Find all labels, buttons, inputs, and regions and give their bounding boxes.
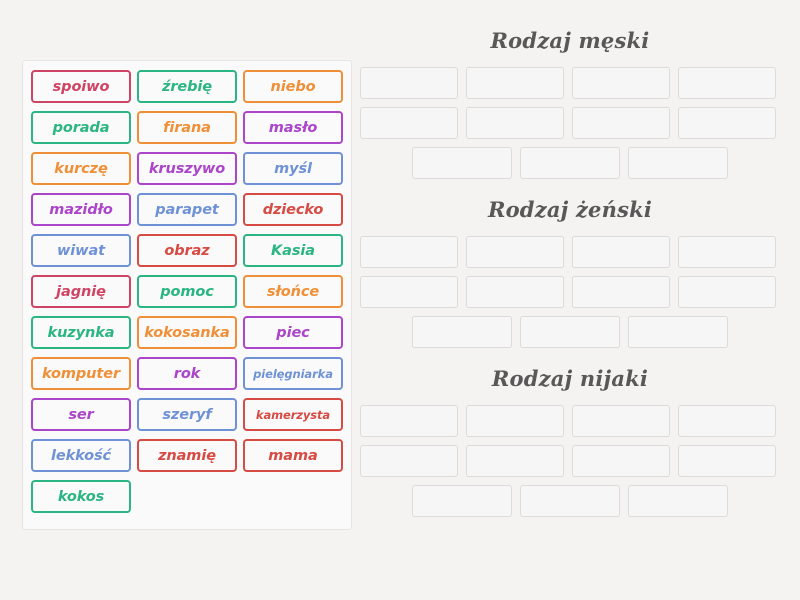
word-tile[interactable]: mama (243, 439, 343, 472)
word-tile[interactable]: znamię (137, 439, 237, 472)
word-tile[interactable]: Kasia (243, 234, 343, 267)
drop-slot[interactable] (520, 316, 620, 348)
drop-slot-row (360, 67, 780, 99)
drop-slot[interactable] (572, 405, 670, 437)
drop-slot[interactable] (360, 107, 458, 139)
word-tile[interactable]: myśl (243, 152, 343, 185)
drop-slot[interactable] (360, 405, 458, 437)
word-tile[interactable]: pomoc (137, 275, 237, 308)
drop-slot[interactable] (360, 67, 458, 99)
word-tile[interactable]: kruszywo (137, 152, 237, 185)
word-tile[interactable]: kokosanka (137, 316, 237, 349)
drop-slot-row (360, 107, 780, 139)
word-tile[interactable]: obraz (137, 234, 237, 267)
word-tile[interactable]: kuzynka (31, 316, 131, 349)
drop-slot[interactable] (678, 445, 776, 477)
drop-slot[interactable] (412, 316, 512, 348)
word-tile[interactable]: piec (243, 316, 343, 349)
word-tile[interactable]: jagnię (31, 275, 131, 308)
drop-slot[interactable] (628, 316, 728, 348)
drop-slot[interactable] (360, 236, 458, 268)
word-tile[interactable]: dziecko (243, 193, 343, 226)
drop-slot[interactable] (360, 445, 458, 477)
word-tile[interactable]: kokos (31, 480, 131, 513)
drop-slot[interactable] (678, 107, 776, 139)
category-group: Rodzaj żeński (360, 197, 780, 348)
word-tile[interactable]: ser (31, 398, 131, 431)
word-tile[interactable]: źrebię (137, 70, 237, 103)
drop-slot[interactable] (466, 236, 564, 268)
drop-slot-row (360, 236, 780, 268)
drop-slot[interactable] (466, 107, 564, 139)
drop-slot[interactable] (520, 147, 620, 179)
drop-slot[interactable] (572, 276, 670, 308)
drop-slot[interactable] (360, 276, 458, 308)
drop-slot[interactable] (678, 236, 776, 268)
word-tile[interactable]: szeryf (137, 398, 237, 431)
word-tile[interactable]: masło (243, 111, 343, 144)
word-tile[interactable]: wiwat (31, 234, 131, 267)
word-tile[interactable]: kurczę (31, 152, 131, 185)
category-title: Rodzaj żeński (487, 197, 653, 222)
drop-slot[interactable] (412, 147, 512, 179)
word-tile[interactable]: mazidło (31, 193, 131, 226)
drop-slot[interactable] (572, 67, 670, 99)
word-tile[interactable]: porada (31, 111, 131, 144)
drop-slot[interactable] (628, 485, 728, 517)
word-tile[interactable]: słońce (243, 275, 343, 308)
drop-slot[interactable] (466, 405, 564, 437)
drop-slot[interactable] (678, 276, 776, 308)
category-title: Rodzaj nijaki (491, 366, 649, 391)
drop-slot[interactable] (466, 67, 564, 99)
word-tile[interactable]: lekkość (31, 439, 131, 472)
word-tile[interactable]: spoiwo (31, 70, 131, 103)
drop-slot[interactable] (628, 147, 728, 179)
drop-slot[interactable] (572, 236, 670, 268)
word-tile[interactable]: rok (137, 357, 237, 390)
drop-slot[interactable] (572, 107, 670, 139)
category-group: Rodzaj nijaki (360, 366, 780, 517)
word-tile[interactable]: kamerzysta (243, 398, 343, 431)
drop-slot[interactable] (572, 445, 670, 477)
drop-slot-row (360, 147, 780, 179)
word-tile[interactable]: komputer (31, 357, 131, 390)
drop-slot-row (360, 276, 780, 308)
drop-slot-row (360, 316, 780, 348)
drop-slot-row (360, 405, 780, 437)
category-title: Rodzaj męski (490, 28, 650, 53)
drop-slot[interactable] (678, 67, 776, 99)
word-tile[interactable]: niebo (243, 70, 343, 103)
drop-slot[interactable] (466, 276, 564, 308)
word-tile[interactable]: pielęgniarka (243, 357, 343, 390)
drop-slot[interactable] (678, 405, 776, 437)
drop-slot-row (360, 485, 780, 517)
word-tile[interactable]: parapet (137, 193, 237, 226)
word-tile[interactable]: firana (137, 111, 237, 144)
drop-slot[interactable] (520, 485, 620, 517)
category-group: Rodzaj męski (360, 28, 780, 179)
drop-slot-row (360, 445, 780, 477)
drop-slot[interactable] (412, 485, 512, 517)
drop-slot[interactable] (466, 445, 564, 477)
